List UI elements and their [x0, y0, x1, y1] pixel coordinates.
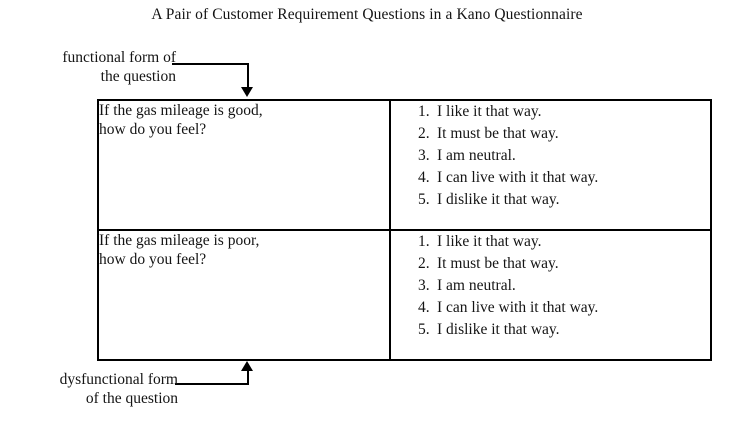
question-cell: If the gas mileage is good, how do you f… [98, 100, 391, 230]
functional-leader-horizontal-line [172, 63, 249, 65]
option-number: 4. [418, 169, 430, 186]
option-item[interactable]: 2. It must be that way. [391, 123, 710, 145]
option-item[interactable]: 1. I like it that way. [391, 231, 710, 253]
option-label: I am neutral. [437, 277, 516, 294]
option-label: I like it that way. [437, 103, 542, 120]
option-number: 3. [418, 277, 430, 294]
option-number: 4. [418, 299, 430, 316]
option-number: 2. [418, 255, 430, 272]
table-row: If the gas mileage is good, how do you f… [98, 100, 711, 230]
option-item[interactable]: 4. I can live with it that way. [391, 297, 710, 319]
functional-leader-vertical-line [247, 63, 249, 87]
option-label: It must be that way. [437, 125, 559, 142]
option-number: 1. [418, 233, 430, 250]
arrow-down-icon [241, 87, 253, 97]
option-label: I can live with it that way. [437, 169, 599, 186]
callout-label-functional: functional form of the question [0, 48, 176, 86]
callout-dysfunctional-line1: dysfunctional form [59, 371, 178, 388]
option-label: I dislike it that way. [437, 191, 560, 208]
option-item[interactable]: 1. I like it that way. [391, 101, 710, 123]
dysfunctional-leader-horizontal-line [175, 383, 249, 385]
option-number: 1. [418, 103, 430, 120]
option-label: I like it that way. [437, 233, 542, 250]
callout-functional-line2: the question [100, 68, 176, 85]
dysfunctional-leader-vertical-line [247, 371, 249, 385]
option-item[interactable]: 5. I dislike it that way. [391, 189, 710, 211]
table-row: If the gas mileage is poor, how do you f… [98, 229, 711, 360]
options-cell: 1. I like it that way. 2. It must be tha… [390, 100, 711, 230]
question-line1: If the gas mileage is good, [99, 102, 263, 119]
option-item[interactable]: 5. I dislike it that way. [391, 319, 710, 341]
kano-questionnaire-table: If the gas mileage is good, how do you f… [97, 99, 712, 361]
option-number: 5. [418, 191, 430, 208]
question-cell: If the gas mileage is poor, how do you f… [98, 229, 391, 360]
figure-title: A Pair of Customer Requirement Questions… [151, 6, 583, 23]
question-text: If the gas mileage is poor, how do you f… [99, 231, 389, 269]
callout-label-dysfunctional: dysfunctional form of the question [0, 370, 178, 408]
option-number: 3. [418, 147, 430, 164]
option-item[interactable]: 3. I am neutral. [391, 145, 710, 167]
question-line1: If the gas mileage is poor, [99, 232, 260, 249]
option-label: It must be that way. [437, 255, 559, 272]
option-item[interactable]: 3. I am neutral. [391, 275, 710, 297]
option-label: I dislike it that way. [437, 321, 560, 338]
options-list: 1. I like it that way. 2. It must be tha… [391, 231, 710, 341]
arrow-up-icon [241, 361, 253, 371]
options-cell: 1. I like it that way. 2. It must be tha… [390, 229, 711, 360]
question-line2: how do you feel? [99, 251, 207, 268]
option-label: I can live with it that way. [437, 299, 599, 316]
callout-dysfunctional-line2: of the question [85, 390, 178, 407]
option-number: 5. [418, 321, 430, 338]
option-item[interactable]: 4. I can live with it that way. [391, 167, 710, 189]
question-line2: how do you feel? [99, 121, 207, 138]
callout-functional-line1: functional form of [62, 49, 176, 66]
option-number: 2. [418, 125, 430, 142]
option-item[interactable]: 2. It must be that way. [391, 253, 710, 275]
option-label: I am neutral. [437, 147, 516, 164]
question-text: If the gas mileage is good, how do you f… [99, 101, 389, 139]
options-list: 1. I like it that way. 2. It must be tha… [391, 101, 710, 211]
